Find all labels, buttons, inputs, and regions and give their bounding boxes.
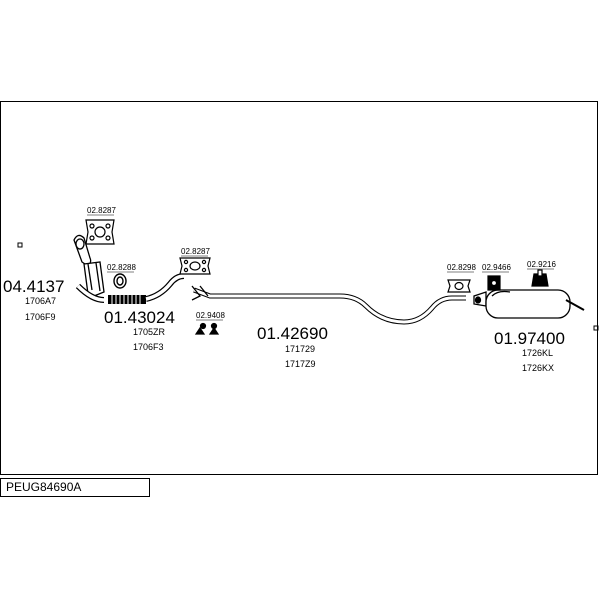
label-ring-seal: 02.8288 — [107, 263, 136, 272]
diagram-frame — [0, 101, 598, 475]
rear-clamp-icon — [447, 279, 471, 293]
ref-rear-silencer-1: 1726KL — [522, 348, 553, 358]
ref-cat-1: 1706A7 — [25, 296, 56, 306]
label-rubber-mount: 02.9466 — [482, 263, 511, 272]
part-number-cat: 04.4137 — [3, 277, 64, 296]
rear-mount-icon — [531, 269, 549, 287]
label-rear-mount: 02.9216 — [527, 260, 556, 269]
gasket-icon — [85, 219, 115, 245]
ref-cat-2: 1706F9 — [25, 312, 56, 322]
mid-pipe-drawing — [191, 285, 466, 325]
hanger-icon — [194, 322, 220, 335]
label-hanger-front: 02.9408 — [196, 311, 225, 320]
reference-code: PEUG84690A — [6, 480, 82, 494]
rear-silencer-drawing — [473, 289, 585, 319]
clamp-icon — [179, 257, 211, 275]
marker-right — [593, 325, 599, 331]
ref-front-pipe-1: 1705ZR — [133, 327, 166, 337]
ref-mid-pipe-1: 171729 — [285, 344, 315, 354]
ref-mid-pipe-2: 1717Z9 — [285, 359, 316, 369]
catalytic-converter-drawing — [73, 234, 105, 301]
ref-rear-silencer-2: 1726KX — [522, 363, 554, 373]
part-number-front-pipe: 01.43024 — [104, 308, 175, 327]
label-clamp-rear: 02.8298 — [447, 263, 476, 272]
ring-seal-icon — [113, 273, 127, 289]
label-gasket-top: 02.8287 — [87, 206, 116, 215]
label-clamp-mid: 02.8287 — [181, 247, 210, 256]
marker-left — [17, 242, 23, 248]
rubber-mount-icon — [487, 275, 501, 291]
ref-front-pipe-2: 1706F3 — [133, 342, 164, 352]
front-pipe-drawing — [108, 273, 185, 304]
part-number-rear-silencer: 01.97400 — [494, 329, 565, 348]
part-number-mid-pipe: 01.42690 — [257, 324, 328, 343]
reference-code-box: PEUG84690A — [0, 478, 150, 497]
